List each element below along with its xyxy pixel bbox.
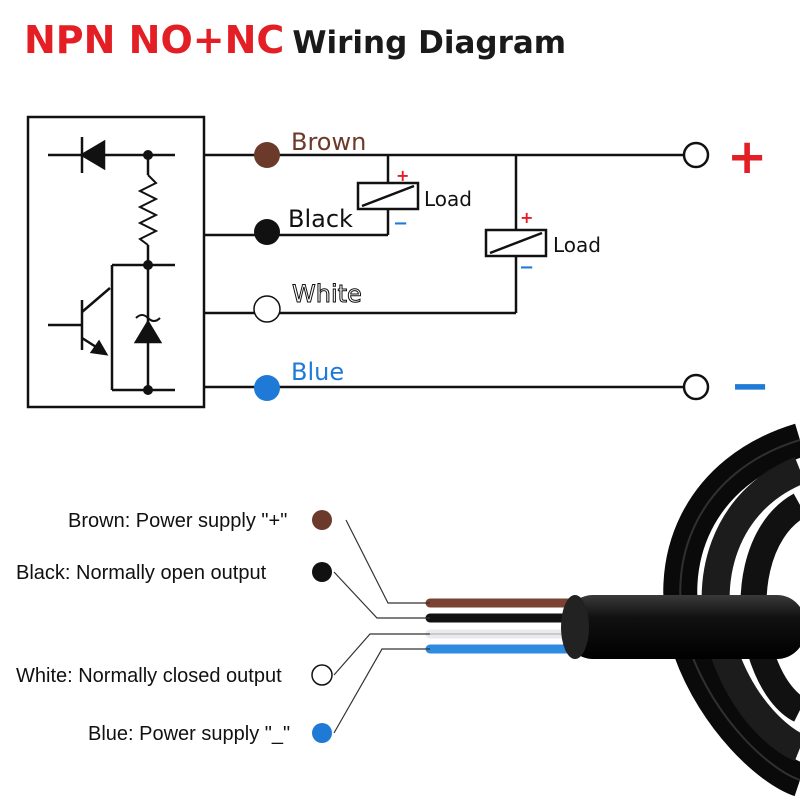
black-wire-dot [254, 219, 280, 245]
load-2-minus: − [519, 257, 534, 278]
blue-wire-label: Blue [291, 358, 344, 386]
legend-blue: Blue: Power supply "_" [88, 723, 290, 745]
black-wire-label: Black [288, 205, 353, 233]
negative-terminal: − [682, 358, 770, 414]
load-2-plus: + [520, 208, 533, 227]
legend-brown: Brown: Power supply "+" [68, 510, 287, 532]
load-1-label: Load [424, 187, 472, 211]
white-wire-label: White [292, 280, 362, 308]
wire-black: Black [254, 205, 353, 245]
leader-lines [333, 519, 430, 734]
wire-white: White [253, 280, 362, 323]
legend-white: White: Normally closed output [16, 665, 282, 687]
brown-wire-dot [254, 142, 280, 168]
brown-wire-label: Brown [291, 128, 366, 156]
wire-blue: Blue [254, 358, 344, 401]
load-2: + − Load [484, 208, 601, 278]
positive-terminal: + [682, 129, 767, 185]
wire-brown: Brown [254, 128, 366, 168]
legend-black: Black: Normally open output [16, 562, 267, 584]
sensor-circuit-box [26, 115, 206, 409]
junction-dots [143, 150, 153, 395]
legend-black-dot [312, 562, 332, 582]
load-2-label: Load [553, 233, 601, 257]
positive-sign: + [727, 129, 767, 185]
wire-legend: Brown: Power supply "+" Black: Normally … [16, 510, 333, 745]
load-1-plus: + [396, 166, 409, 185]
load-1-minus: − [393, 213, 408, 234]
negative-sign: − [730, 358, 770, 414]
title-rest: Wiring Diagram [292, 25, 567, 61]
legend-brown-dot [312, 510, 332, 530]
white-wire-dot [253, 295, 281, 323]
blue-wire-dot [254, 375, 280, 401]
legend-blue-dot [312, 723, 332, 743]
load-1: + − Load [356, 166, 472, 234]
title-highlight: NPN NO+NC [24, 18, 285, 62]
cable-illustration [425, 423, 800, 797]
legend-white-dot [311, 664, 333, 686]
